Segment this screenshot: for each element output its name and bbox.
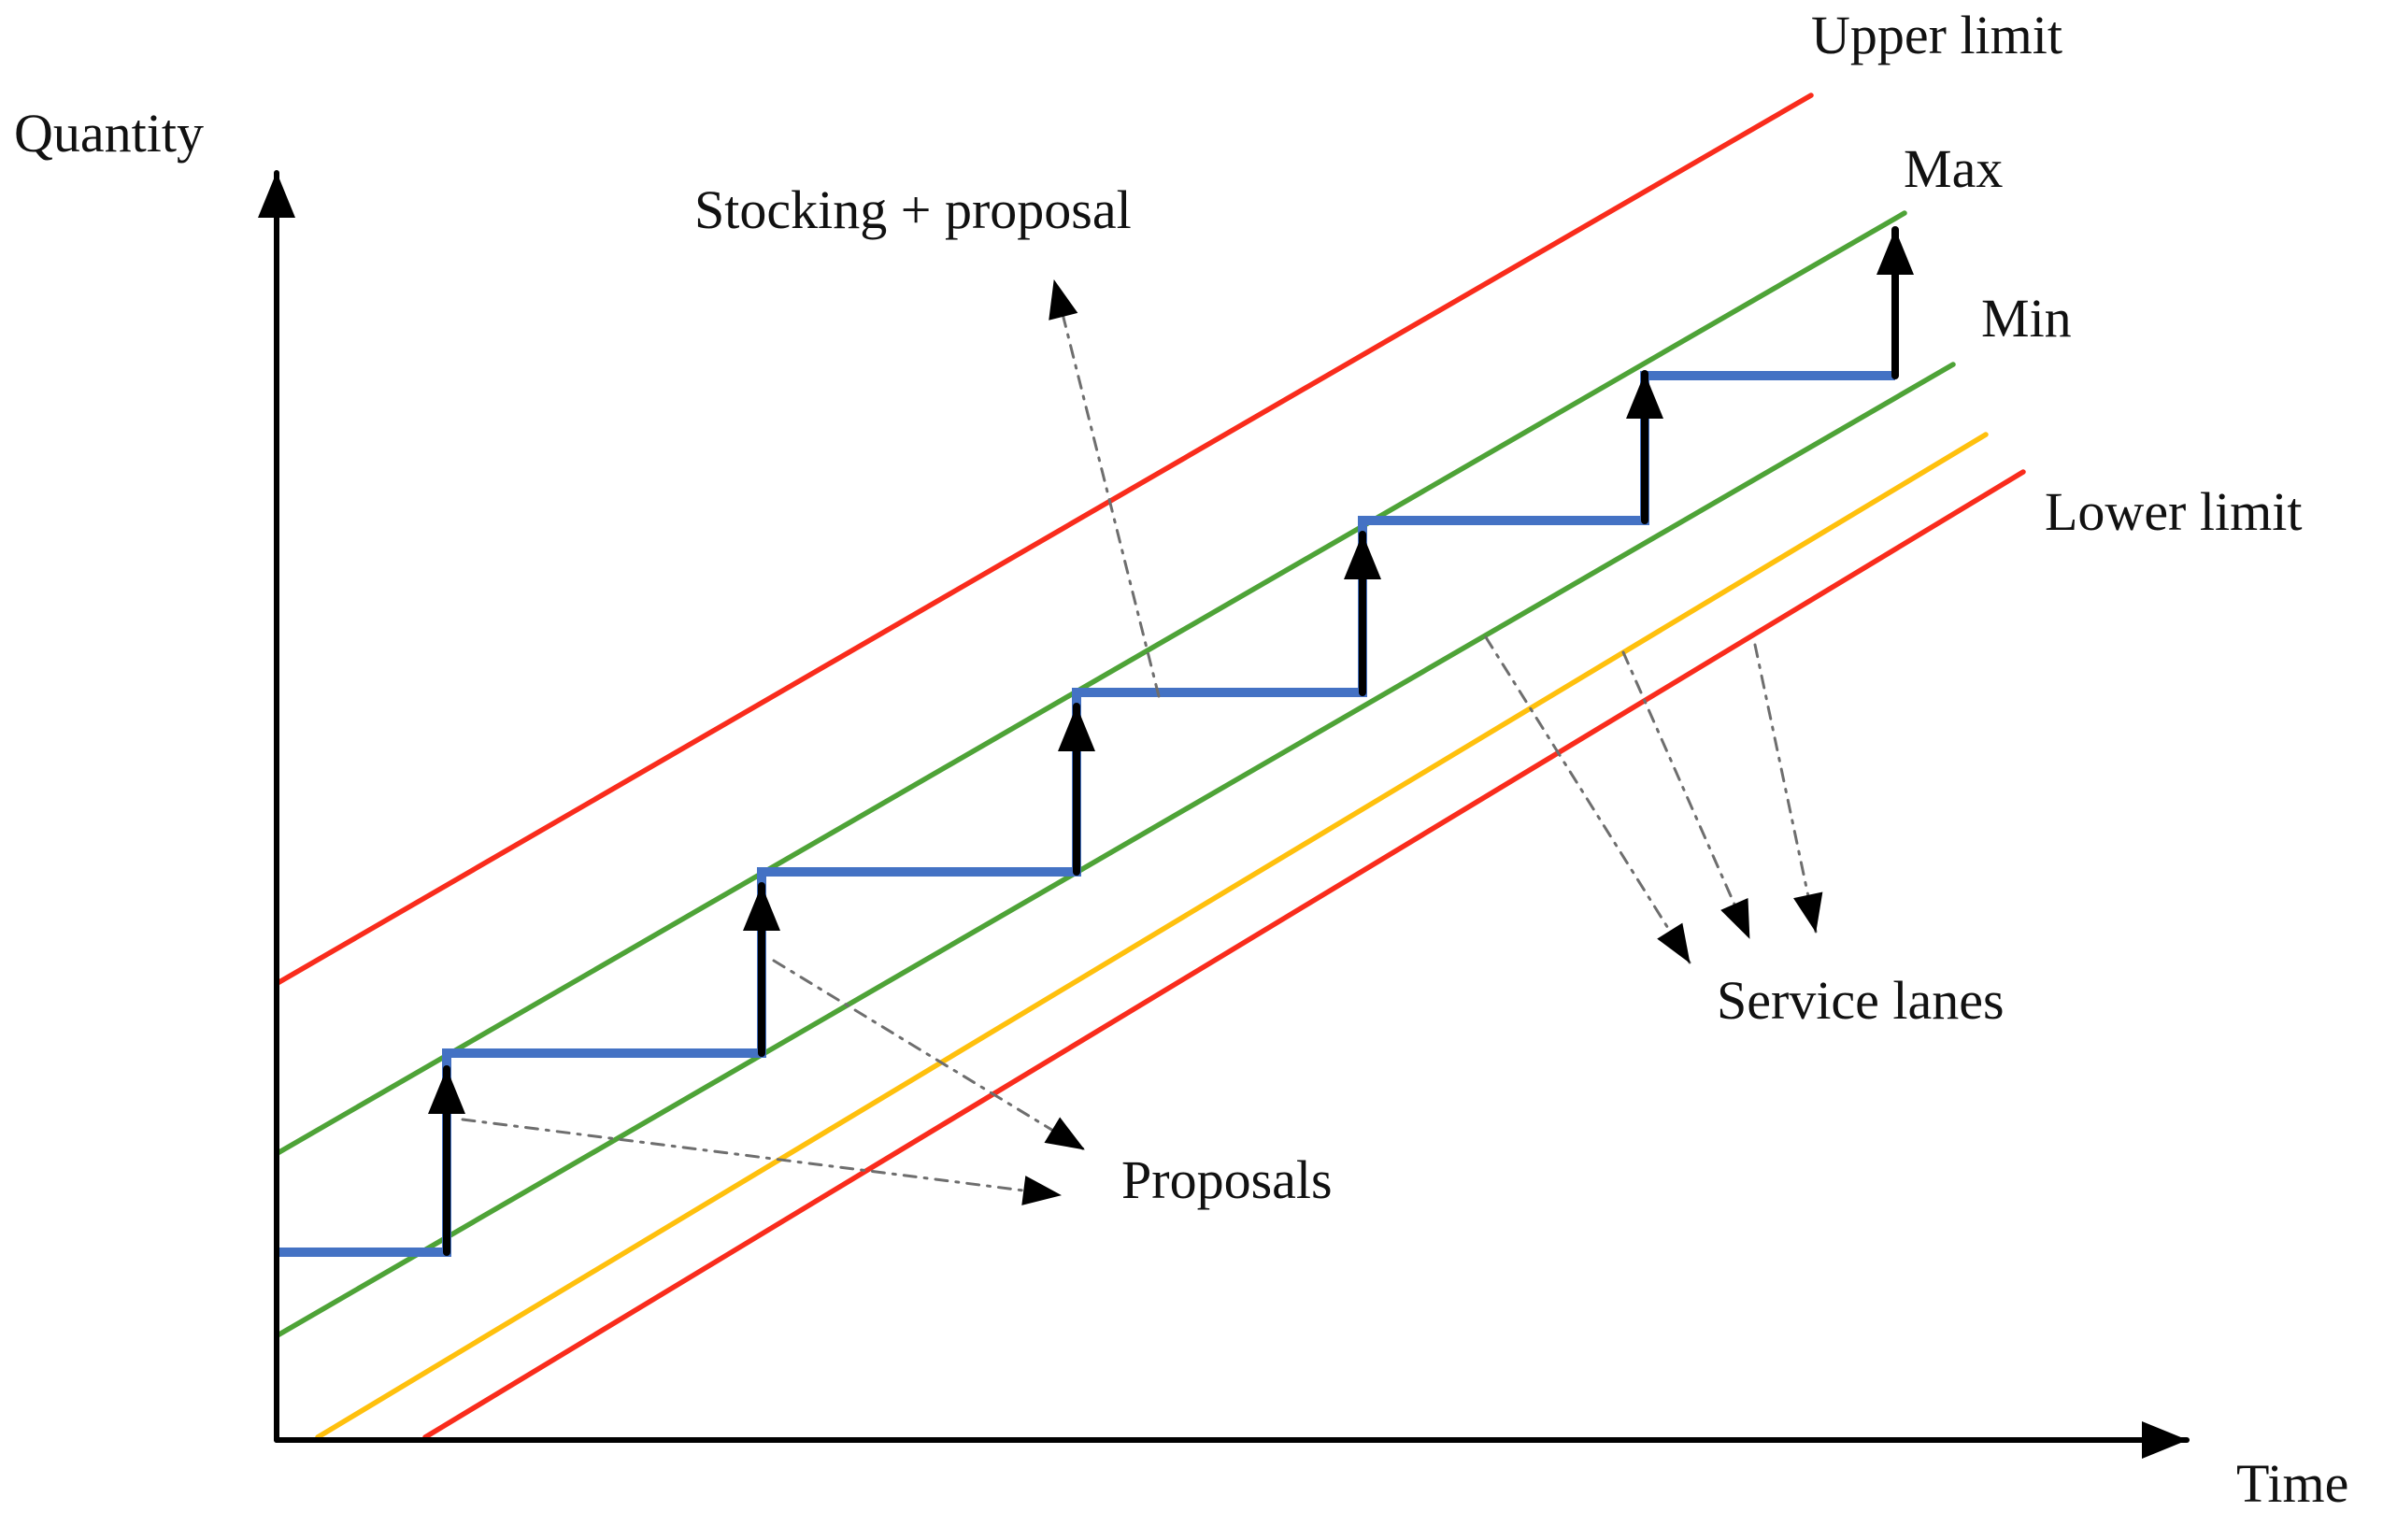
safety-line [315, 432, 1989, 1440]
y-axis-label: Quantity [14, 103, 204, 164]
service-lane-arrow-2 [1621, 650, 1751, 940]
lower-limit-label: Lower limit [2045, 481, 2303, 542]
proposals-label: Proposals [1121, 1149, 1333, 1210]
service-lane-arrow-1 [1484, 635, 1691, 964]
x-axis-label: Time [2236, 1453, 2349, 1514]
stocking-proposal-label: Stocking + proposal [694, 179, 1132, 240]
stocking-proposal-arrow [1049, 278, 1161, 698]
stock-level-path [278, 371, 1895, 1257]
proposals-arrow-upper [772, 959, 1086, 1151]
min-label: Min [1981, 288, 2072, 349]
lower-limit-line [422, 469, 2026, 1440]
max-label: Max [1904, 138, 2004, 199]
upper-limit-line [275, 93, 1814, 986]
service-lanes-label: Service lanes [1717, 970, 2005, 1031]
upper-limit-label: Upper limit [1811, 5, 2063, 65]
proposals-arrow-lower [461, 1118, 1063, 1205]
max-line [275, 210, 1907, 1156]
min-line [275, 362, 1956, 1338]
service-lane-arrow-3 [1753, 643, 1823, 934]
